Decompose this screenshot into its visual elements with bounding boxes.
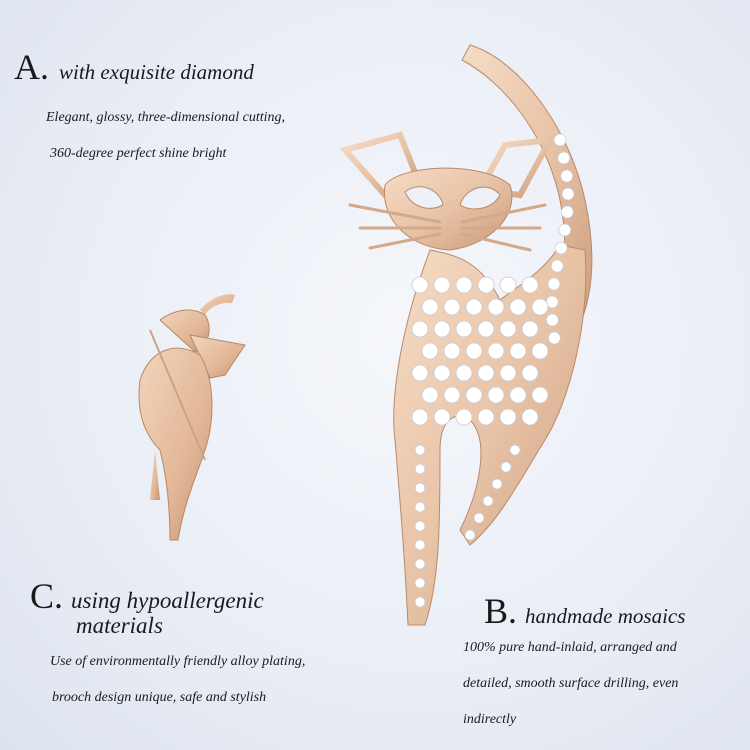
crystal-stone — [411, 408, 429, 426]
section-b-title: handmade mosaics — [525, 604, 686, 628]
crystal-stone — [487, 386, 505, 404]
crystal-stone — [465, 342, 483, 360]
crystal-stone — [500, 461, 512, 473]
crystal-stone — [411, 276, 429, 294]
crystal-stone — [558, 223, 572, 237]
crystal-stone — [433, 408, 451, 426]
crystal-stone — [560, 205, 574, 219]
section-a-letter: A. — [14, 47, 49, 87]
crystal-stone — [477, 408, 495, 426]
crystal-stone — [554, 241, 568, 255]
crystal-stone — [509, 444, 521, 456]
crystal-stone — [521, 276, 539, 294]
crystal-stone — [443, 386, 461, 404]
crystal-stone — [414, 558, 426, 570]
section-c-line-2: brooch design unique, safe and stylish — [52, 690, 267, 705]
crystal-stone — [547, 331, 561, 345]
crystal-stone — [509, 342, 527, 360]
crystal-stone — [499, 408, 517, 426]
crystal-stone — [482, 495, 494, 507]
crystal-stone — [561, 187, 575, 201]
crystal-stone — [414, 577, 426, 589]
crystal-stone — [487, 298, 505, 316]
crystal-stone — [547, 277, 561, 291]
crystal-stone — [421, 298, 439, 316]
crystal-stone — [421, 342, 439, 360]
crystal-stone — [477, 276, 495, 294]
section-a-title: with exquisite diamond — [59, 60, 254, 84]
crystal-stone — [499, 320, 517, 338]
section-c-heading: C. using hypoallergenic — [30, 575, 264, 617]
section-a-heading: A. with exquisite diamond — [14, 46, 254, 88]
crystal-stone — [414, 482, 426, 494]
crystal-stone — [433, 364, 451, 382]
crystal-stone — [521, 320, 539, 338]
crystal-stone — [509, 298, 527, 316]
crystal-stone — [499, 276, 517, 294]
crystal-stone — [414, 596, 426, 608]
section-b-line-3: indirectly — [463, 712, 517, 727]
crystal-stone — [421, 386, 439, 404]
crystal-stone — [560, 169, 574, 183]
crystal-stone — [464, 529, 476, 541]
crystal-stone — [521, 364, 539, 382]
section-c-title-line-1: using hypoallergenic — [71, 588, 264, 613]
crystal-stone — [465, 386, 483, 404]
crystal-stone — [411, 320, 429, 338]
section-c-line-1: Use of environmentally friendly alloy pl… — [50, 654, 306, 669]
crystal-stone — [545, 313, 559, 327]
section-b-letter: B. — [484, 591, 518, 631]
crystal-stone — [443, 342, 461, 360]
crystal-stone — [473, 512, 485, 524]
crystal-stone — [531, 386, 549, 404]
section-b-line-1: 100% pure hand-inlaid, arranged and — [463, 640, 677, 655]
crystal-stone — [414, 501, 426, 513]
crystal-stone — [433, 276, 451, 294]
crystal-stone — [477, 364, 495, 382]
crystal-stone — [477, 320, 495, 338]
crystal-stone — [531, 342, 549, 360]
crystal-stone — [414, 520, 426, 532]
crystal-stone — [465, 298, 483, 316]
crystal-stone — [550, 259, 564, 273]
crystal-stone — [509, 386, 527, 404]
crystal-stone — [411, 364, 429, 382]
crystal-stone — [443, 298, 461, 316]
crystal-stone — [455, 364, 473, 382]
crystal-stone — [487, 342, 505, 360]
crystal-stone — [414, 539, 426, 551]
section-a-line-1: Elegant, glossy, three-dimensional cutti… — [46, 110, 286, 125]
crystal-stone — [455, 320, 473, 338]
section-a-line-2: 360-degree perfect shine bright — [50, 146, 227, 161]
section-c-title-line-2: materials — [76, 613, 163, 638]
crystal-stone — [455, 408, 473, 426]
crystal-stone — [414, 444, 426, 456]
crystal-stone — [414, 463, 426, 475]
crystal-stone — [553, 133, 567, 147]
section-c-letter: C. — [30, 576, 64, 616]
section-b-line-2: detailed, smooth surface drilling, even — [463, 676, 679, 691]
crystal-stone — [531, 298, 549, 316]
crystal-stone — [521, 408, 539, 426]
section-b-heading: B. handmade mosaics — [484, 590, 685, 632]
crystal-stone — [433, 320, 451, 338]
crystal-stone — [499, 364, 517, 382]
crystal-stone — [557, 151, 571, 165]
crystal-stone — [491, 478, 503, 490]
crystal-stone — [455, 276, 473, 294]
